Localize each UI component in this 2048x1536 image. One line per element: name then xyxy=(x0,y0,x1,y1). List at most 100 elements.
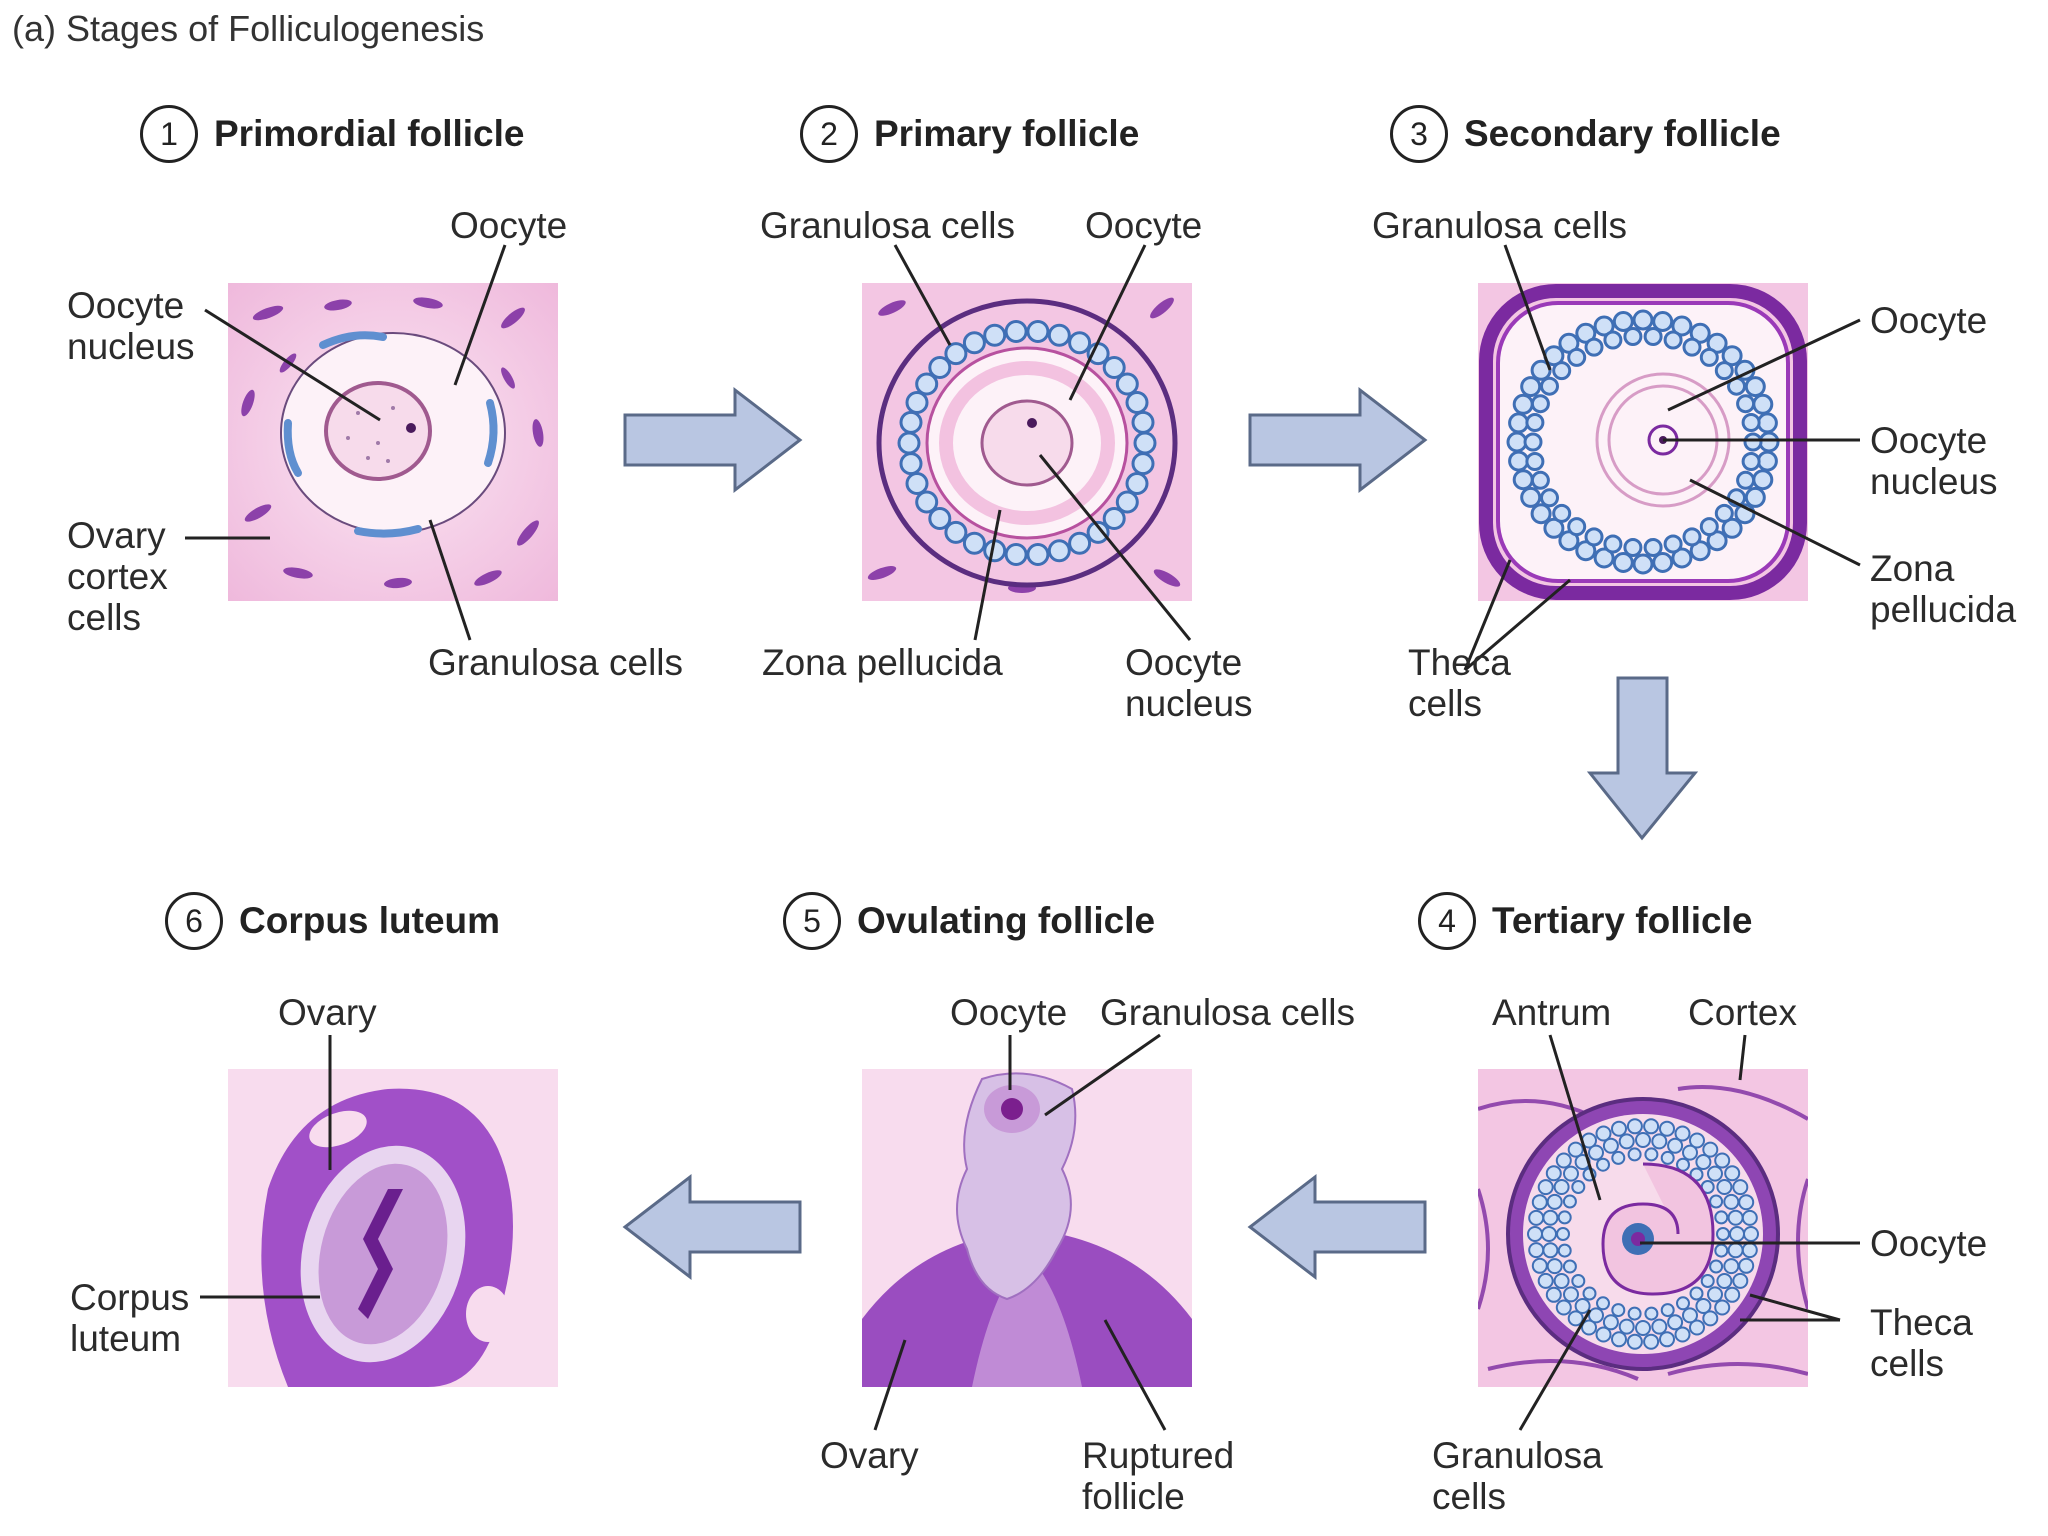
granulosa-cell xyxy=(928,356,952,379)
stage-2-title: 2 Primary follicle xyxy=(800,105,1139,163)
granulosa-cell xyxy=(1542,1209,1559,1226)
granulosa-cell xyxy=(1667,1137,1684,1154)
granulosa-cell xyxy=(1593,315,1615,337)
granulosa-cell xyxy=(1738,1257,1755,1274)
granulosa-cell xyxy=(1047,323,1071,347)
s4-cortex-label: Cortex xyxy=(1688,992,1797,1033)
granulosa-cell xyxy=(1741,1242,1758,1259)
s3-granulosa-label: Granulosa cells xyxy=(1372,205,1628,246)
granulosa-cell xyxy=(1729,1226,1745,1242)
granulosa-cell xyxy=(1714,1243,1729,1258)
arrow-3-to-4 xyxy=(1586,676,1699,841)
stage-6-name: Corpus luteum xyxy=(239,900,501,941)
granulosa-cell xyxy=(1086,520,1110,544)
granulosa-cell xyxy=(1716,1179,1733,1195)
granulosa-cell xyxy=(1506,431,1528,453)
granulosa-cell xyxy=(1724,1286,1741,1303)
granulosa-cell xyxy=(1530,359,1552,381)
granulosa-cell xyxy=(1026,543,1050,566)
granulosa-cell xyxy=(1732,1179,1749,1196)
s4-granulosa-label: Granulosa cells xyxy=(1432,1435,1603,1517)
granulosa-cell xyxy=(1627,1147,1642,1162)
tertiary-follicle-illustration xyxy=(1478,1069,1808,1387)
granulosa-cell xyxy=(1523,432,1543,452)
granulosa-cell xyxy=(1644,1306,1659,1321)
granulosa-cell xyxy=(1618,1133,1635,1150)
stage-2-number: 2 xyxy=(800,105,858,163)
granulosa-cell xyxy=(1545,1165,1562,1182)
stage-1-number: 1 xyxy=(140,105,198,163)
granulosa-cell xyxy=(1596,1157,1610,1172)
s6-corpus-label: Corpus luteum xyxy=(70,1277,190,1359)
granulosa-cell xyxy=(1552,361,1572,381)
s5-granulosa-label: Granulosa cells xyxy=(1100,992,1356,1033)
granulosa-cell xyxy=(1682,527,1702,547)
granulosa-cell xyxy=(1528,1242,1545,1259)
granulosa-cell xyxy=(1727,1209,1744,1226)
granulosa-cell xyxy=(1047,539,1071,563)
granulosa-cell xyxy=(1727,488,1746,508)
granulosa-cell xyxy=(1741,413,1761,432)
granulosa-cell xyxy=(1651,1133,1668,1150)
granulosa-cell xyxy=(1530,503,1552,525)
granulosa-cell xyxy=(1723,1258,1740,1275)
granulosa-cell xyxy=(1644,1147,1659,1162)
granulosa-cell xyxy=(944,520,968,544)
granulosa-cell xyxy=(1714,361,1734,381)
granulosa-cell xyxy=(1714,503,1734,523)
granulosa-cell xyxy=(1541,1226,1557,1242)
granulosa-cell xyxy=(1727,376,1746,396)
granulosa-cell xyxy=(1627,1306,1642,1321)
stage-1-title: 1 Primordial follicle xyxy=(140,105,524,163)
granulosa-cell xyxy=(1525,452,1545,471)
granulosa-cell xyxy=(1756,412,1778,434)
granulosa-cell xyxy=(1736,394,1756,414)
granulosa-cell xyxy=(1575,322,1597,344)
granulosa-cell xyxy=(1026,320,1050,343)
granulosa-cell xyxy=(1635,1320,1651,1336)
stage-5-name: Ovulating follicle xyxy=(857,900,1156,941)
granulosa-cell xyxy=(1571,1180,1586,1194)
granulosa-cell xyxy=(897,431,921,455)
granulosa-cell xyxy=(1602,1314,1619,1331)
arrow-5-to-6 xyxy=(622,1173,802,1281)
granulosa-cell xyxy=(915,372,939,396)
granulosa-cell xyxy=(1618,1318,1635,1335)
granulosa-cell xyxy=(1611,1120,1627,1137)
granulosa-cell xyxy=(1734,359,1756,381)
granulosa-cell xyxy=(1546,1258,1563,1275)
granulosa-cell xyxy=(1556,1227,1570,1241)
s1-oocyte-nucleus-label: Oocyte nucleus xyxy=(67,285,195,367)
granulosa-cell xyxy=(1571,1274,1586,1288)
granulosa-cell xyxy=(1756,450,1778,472)
arrow-4-to-5 xyxy=(1247,1173,1427,1281)
granulosa-cell xyxy=(1699,347,1719,367)
granulosa-cell xyxy=(1744,486,1766,508)
granulosa-cell xyxy=(1702,1141,1719,1158)
granulosa-cell xyxy=(983,539,1007,563)
granulosa-cell xyxy=(1552,503,1572,523)
granulosa-cell xyxy=(1695,1154,1712,1170)
arrow-2-to-3 xyxy=(1248,386,1428,494)
granulosa-cell xyxy=(1700,1274,1715,1288)
granulosa-cell xyxy=(1133,431,1157,455)
granulosa-cell xyxy=(1125,472,1149,495)
stage-4-number: 4 xyxy=(1418,892,1476,950)
granulosa-cell xyxy=(1584,337,1604,357)
granulosa-cell xyxy=(1741,452,1761,471)
granulosa-cell xyxy=(1632,309,1654,331)
stage-6-number: 6 xyxy=(165,892,223,950)
granulosa-cell xyxy=(1115,372,1139,396)
granulosa-cell xyxy=(1540,376,1559,396)
granulosa-cell xyxy=(1707,1165,1723,1182)
granulosa-cell xyxy=(1508,412,1530,434)
s5-oocyte-label: Oocyte xyxy=(950,992,1068,1033)
granulosa-cell xyxy=(899,452,923,476)
granulosa-cell xyxy=(1588,1144,1604,1161)
granulosa-cell xyxy=(1563,1165,1579,1182)
granulosa-cell xyxy=(1004,320,1028,343)
granulosa-cell xyxy=(1612,311,1634,332)
granulosa-cell xyxy=(1546,1193,1563,1210)
secondary-follicle-illustration xyxy=(1478,283,1808,601)
granulosa-cell xyxy=(1695,1298,1712,1314)
